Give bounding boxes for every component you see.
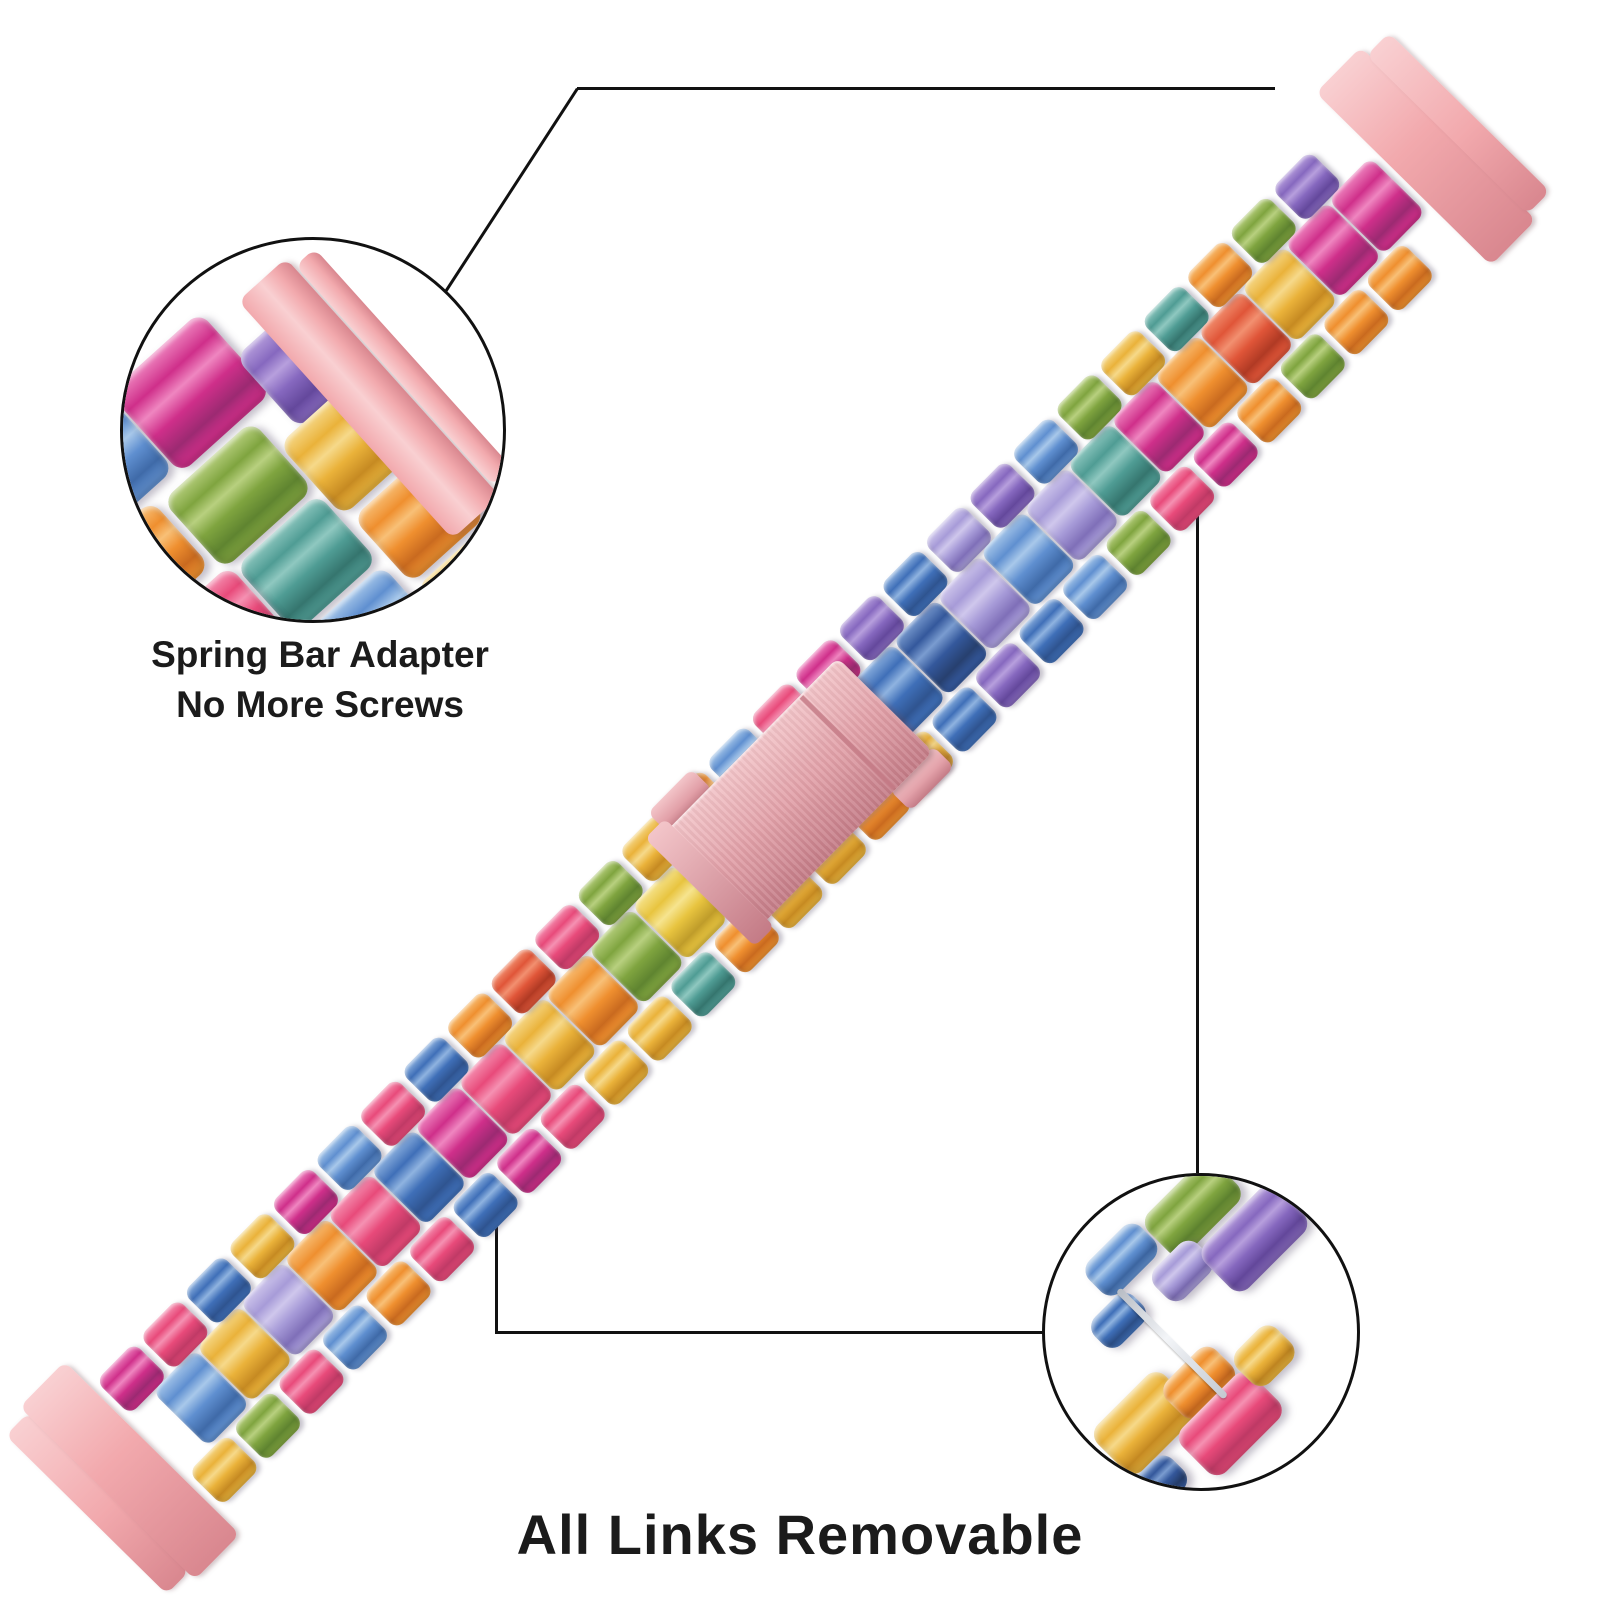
resin-link [1085,1287,1152,1354]
callout-line-right-vertical [1196,505,1199,1173]
all-links-removable-label: All Links Removable [516,1503,1084,1566]
callout-circle-removable-links [1042,1173,1360,1491]
callout-line-elbow-horizontal [495,1331,1045,1334]
callout-line-top-horizontal [577,87,1275,90]
callout-line-top-diagonal [443,87,579,294]
spring-bar-adapter-label-line1: Spring Bar Adapter [151,634,489,675]
callout-line-elbow-vertical [495,1226,498,1334]
spring-bar-adapter-label-line2: No More Screws [176,684,464,725]
spring-bar-adapter-label: Spring Bar Adapter No More Screws [88,630,552,730]
callout-circle-adapter [120,237,506,623]
